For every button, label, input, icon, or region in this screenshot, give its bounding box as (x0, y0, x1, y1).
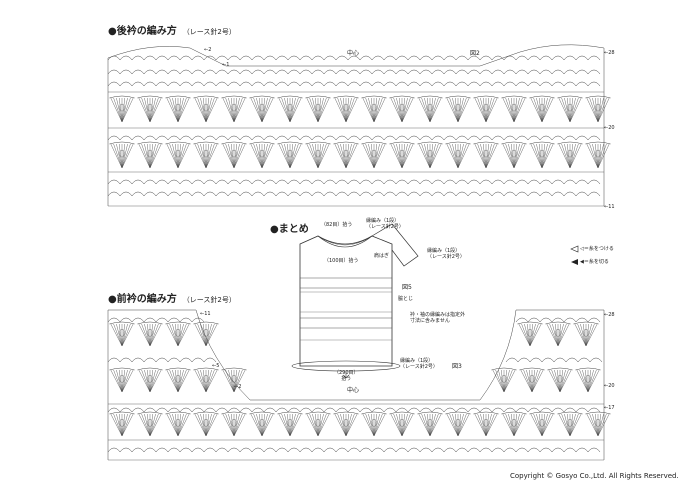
front-collar-title-text: ●前衿の編み方 (108, 294, 177, 305)
summary-title: ●まとめ (270, 224, 309, 235)
legend-cut-thread: ◀＝糸を切る (580, 259, 609, 265)
legend-marks (570, 245, 579, 265)
front-row-label-5: ←5 (212, 363, 220, 369)
front-row-label-28: ←28 (604, 312, 615, 318)
summary-sew-label: 肩はぎ (374, 253, 390, 259)
front-collar-needle: （レース針2号） (182, 296, 236, 304)
summary-note: 衿・袖の縁編みは指定外 寸法に含みません (410, 312, 466, 324)
summary-edge-top: 縁編み（1段） （レース針2号） (366, 218, 404, 230)
summary-side-label: 脇とじ (398, 296, 414, 302)
front-center-label: 中心 (347, 387, 360, 394)
back-collar-chart (107, 44, 611, 207)
legend-attach-thread: ◁＝糸をつける (580, 246, 614, 252)
front-collar-title: ●前衿の編み方 （レース針2号） (108, 290, 236, 305)
summary-edge-bottom: 縁編み（1段） （レース針2号） (400, 358, 438, 370)
back-row-label-28: ←28 (604, 50, 615, 56)
back-collar-title-text: ●後衿の編み方 (108, 26, 177, 37)
back-row-label-20: ←20 (604, 125, 615, 131)
front-row-label-20: ←20 (604, 383, 615, 389)
summary-edge-sleeve: 縁編み（1段） （レース針2号） (427, 248, 465, 260)
back-collar-needle: （レース針2号） (182, 28, 236, 36)
garment-assembly-drawing (291, 223, 419, 379)
summary-pick-top: （82目）拾う (321, 222, 353, 228)
back-row-label-2: ←2 (204, 47, 212, 53)
summary-pick-mid: （100目）拾う (324, 258, 359, 264)
summary-pick-bottom: （290目） 拾う (334, 370, 359, 382)
summary-figure-3: 図3 (452, 363, 462, 370)
front-collar-chart (107, 309, 611, 461)
copyright-text: Copyright © Gosyo Co.,Ltd. All Rights Re… (510, 472, 679, 480)
back-collar-title: ●後衿の編み方 （レース針2号） (108, 22, 236, 37)
back-row-label-11: ←11 (604, 204, 615, 210)
back-row-label-1: ←1 (222, 62, 230, 68)
front-row-label-2: ←2 (234, 384, 242, 390)
front-row-label-11: ←11 (200, 311, 211, 317)
back-center-label: 中心 (347, 50, 360, 57)
summary-figure-5: 図5 (402, 284, 412, 291)
back-figure-number: 図2 (470, 50, 480, 57)
front-row-label-17: ←17 (604, 405, 615, 411)
